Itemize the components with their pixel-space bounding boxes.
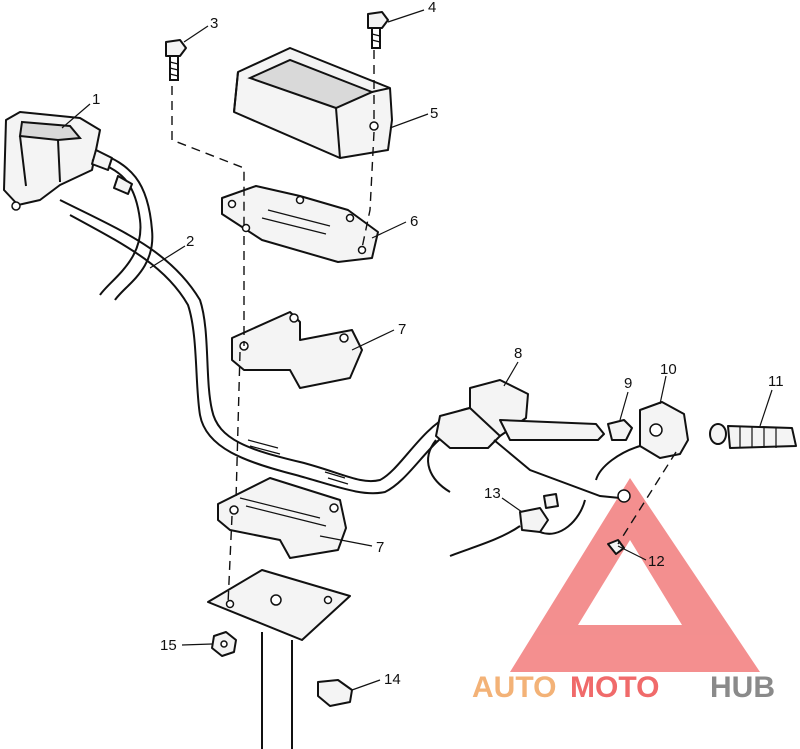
watermark-hub: HUB (710, 671, 775, 704)
grip (709, 423, 797, 449)
callout-6: 6 (410, 213, 418, 230)
callout-14: 14 (384, 671, 401, 688)
bolt-3 (165, 39, 187, 81)
callout-8: 8 (514, 345, 522, 362)
lower-clamp (217, 477, 347, 559)
leader-lines (61, 9, 773, 691)
callout-7-lower: 7 (376, 539, 384, 556)
watermark-moto: MOTO (570, 671, 659, 704)
mounting-plate (221, 185, 379, 263)
callout-13: 13 (484, 485, 501, 502)
handlebar-cover (233, 47, 393, 159)
callout-labels: 1 2 3 4 5 6 7 7 8 9 10 11 12 13 14 15 (92, 0, 784, 688)
callout-2: 2 (186, 233, 194, 250)
watermark-text: AUTO MOTO HUB (472, 671, 775, 704)
callout-5: 5 (430, 105, 438, 122)
callout-1: 1 (92, 91, 100, 108)
stem-plate (207, 569, 351, 749)
upper-clamp (231, 311, 363, 389)
bolt-4 (367, 11, 389, 49)
left-control-housing (3, 111, 154, 301)
alignment-lines (171, 50, 677, 605)
nut-15 (211, 631, 237, 657)
callout-9: 9 (624, 375, 632, 392)
triangle-logo-icon (510, 478, 760, 672)
master-cylinder (427, 379, 631, 503)
part-9 (607, 419, 633, 441)
callout-12: 12 (648, 553, 665, 570)
screw-12 (607, 539, 625, 555)
callout-4: 4 (428, 0, 436, 16)
callout-15: 15 (160, 637, 177, 654)
watermark-logo (510, 478, 760, 672)
watermark-auto: AUTO (472, 671, 556, 704)
callout-3: 3 (210, 15, 218, 32)
callout-11: 11 (768, 373, 784, 390)
clip-14 (317, 679, 353, 707)
callout-7-upper: 7 (398, 321, 406, 338)
switch-13 (449, 493, 586, 557)
throttle-housing (595, 401, 689, 481)
callout-10: 10 (660, 361, 677, 378)
